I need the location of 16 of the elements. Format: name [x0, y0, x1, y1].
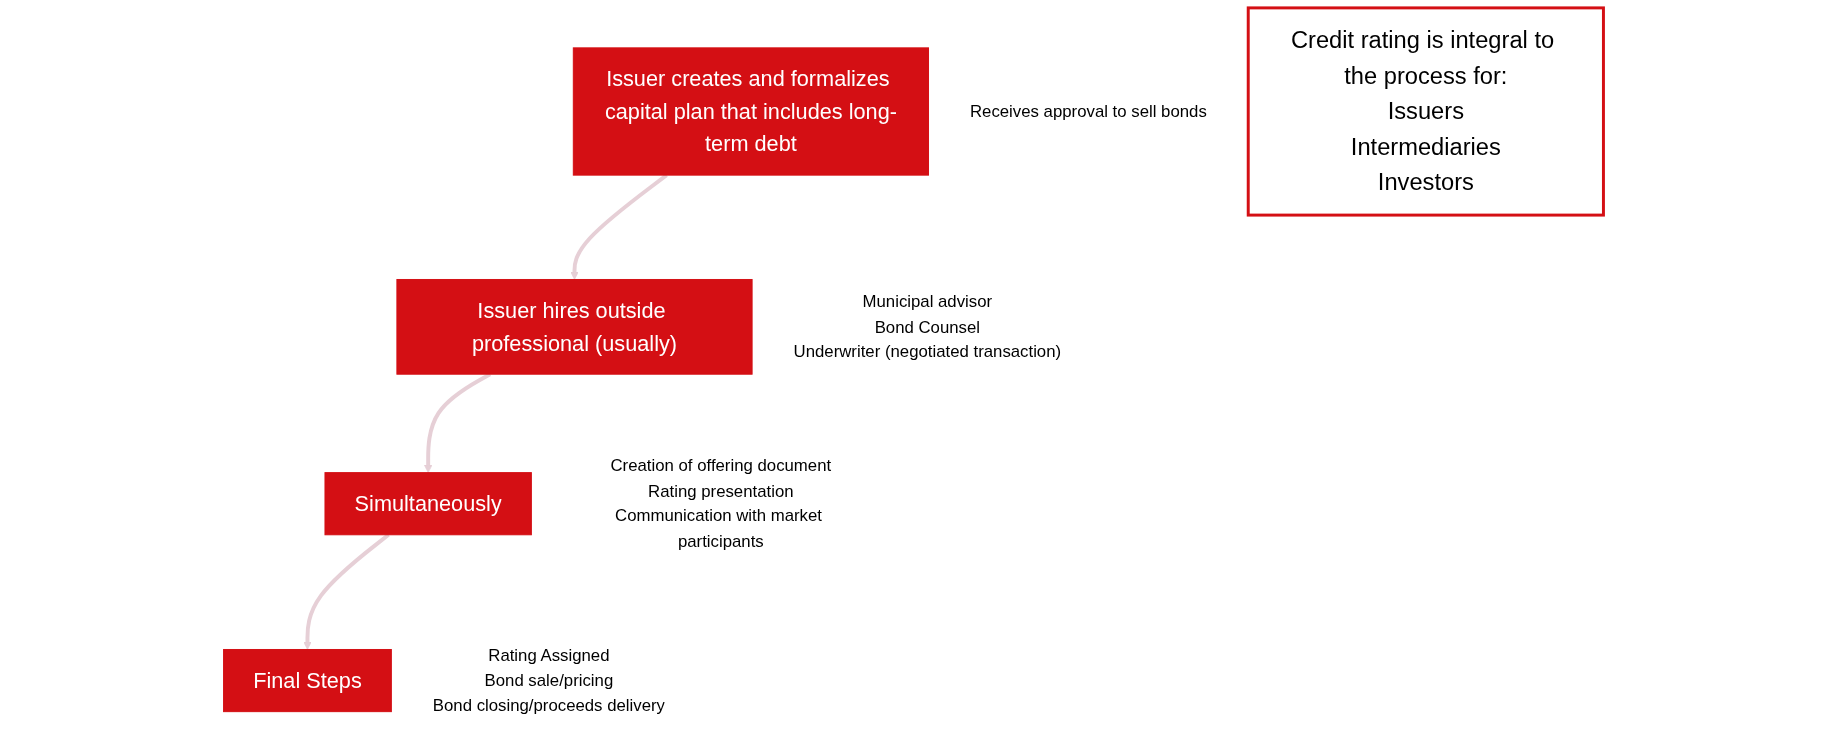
node-label: Bond sale/pricing [484, 670, 614, 690]
node-label: Rating Assigned [488, 645, 610, 665]
node-label: Municipal advisor [862, 292, 993, 311]
node-box: Issuer creates and formalizes capital plan that includes long-term debt [572, 47, 929, 176]
node-label: Underwriter (negotiated transaction) [793, 342, 1062, 362]
node-label: Bond closing/proceeds delivery [432, 696, 665, 715]
node-box: Issuer hires outside professional (usually) [396, 279, 753, 375]
node-box: Simultaneously [324, 472, 532, 536]
node-box: Credit rating is integral to the process for: Issuers Intermediaries Investors [1246, 6, 1605, 217]
node-label: Communication with market participants [615, 506, 822, 551]
node-box: Final Steps [223, 649, 392, 713]
arrow [303, 533, 390, 650]
node-label: Creation of offering document [610, 456, 832, 476]
node-label: Rating presentation [648, 481, 794, 501]
node-label: Receives approval to sell bonds [969, 101, 1207, 121]
node-label: Bond Counsel [874, 317, 981, 336]
